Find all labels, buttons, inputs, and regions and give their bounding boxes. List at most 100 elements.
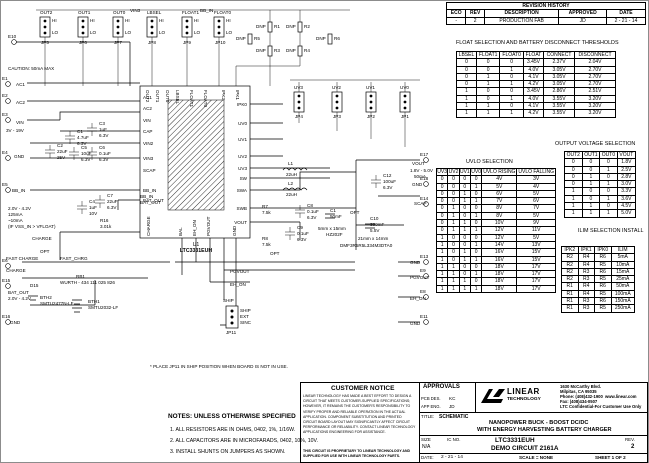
uv-jumper-label: UV1 <box>366 85 375 90</box>
jumper-pin <box>81 19 85 23</box>
float-table-cell: 1 <box>456 87 477 96</box>
uvlo-table-cell: 14V <box>481 240 518 250</box>
uvlo-table-cell: 0 <box>447 197 460 206</box>
turret-pad <box>423 157 429 163</box>
ilim-table-cell: R3 <box>577 267 595 277</box>
jumper-pin <box>185 25 189 29</box>
revision-header-cell: APPROVED <box>558 9 607 18</box>
float-table-cell: 4.2V <box>522 109 545 118</box>
c1b-value: 50mF <box>330 214 342 219</box>
ic-pin-left: VIN3 <box>143 156 154 161</box>
ic-pin-top: OUT1 <box>155 90 160 103</box>
d15-label: D15 <box>30 283 39 288</box>
ilim-table-cell: R1 <box>561 282 579 291</box>
float-table-cell: 3.05V <box>543 65 575 74</box>
output-table-cell: 0 <box>564 158 583 167</box>
ilim-table-cell: R4 <box>577 260 595 269</box>
uvlo-table-cell: 8V <box>481 211 518 221</box>
uvlo-table-cell: 0 <box>447 189 460 199</box>
uvlo-table-cell: 12V <box>481 233 518 242</box>
vout-current: 50mA <box>414 174 427 179</box>
capacitor-value: 4.7uF <box>77 135 89 140</box>
capacitor-value: 1uF <box>99 127 107 132</box>
gnd-label-1: GND <box>14 154 25 159</box>
jumper-hi-label: HI <box>159 18 164 23</box>
uvlo-table-cell: 0 <box>458 182 471 191</box>
ic-pin-right: UV0 <box>238 121 247 126</box>
rev-value: 2 <box>631 444 635 450</box>
pcb-des-label: PCB DES. <box>421 396 441 401</box>
float-table-cell: 3.20V <box>574 109 616 118</box>
jp11-label: JP11 <box>226 330 237 335</box>
ic-exposed-pad <box>167 99 225 211</box>
uvlo-table-cell: 17V <box>516 284 556 294</box>
ac1-label: AC1 <box>16 82 25 87</box>
ilim-table-cell: R1 <box>561 297 579 306</box>
output-table-cell: 1.8V <box>616 158 637 167</box>
notice-line: PERFORMANCE OR RELIABILITY. CONTACT LINE… <box>303 425 416 430</box>
ic-pin-top: FLOAT1 <box>189 90 194 107</box>
dnp-label: DNP <box>286 24 296 29</box>
revision-header-cell: DATE <box>605 9 647 18</box>
float-table-cell: 1 <box>456 94 477 104</box>
float-table-title: FLOAT SELECTION AND BATTERY DISCONNECT T… <box>456 40 619 46</box>
ilim-table-cell: R5 <box>594 304 612 313</box>
uvlo-table-cell: 5V <box>516 233 556 242</box>
ilim-table-cell: 15mA <box>610 267 635 277</box>
capacitor-ref: C7 <box>107 193 113 198</box>
bat-out-label: BAT_OUT <box>8 290 29 295</box>
turret-pad <box>5 263 11 269</box>
top-jumpers: OUT2HILOJP5OUT1HILOJP6OUT0HILOJP7LBSELHI… <box>36 9 250 86</box>
output-table-cell: 0 <box>581 165 601 174</box>
uvlo-table-header-cell: UV0 <box>469 167 483 177</box>
jumper-hi-label: HI <box>52 18 57 23</box>
output-table-cell: 5.0V <box>616 209 637 218</box>
uvlo-table-header-cell: UVLO RISING <box>481 167 518 177</box>
ilim-table-cell: 100mA <box>610 289 635 299</box>
turret-id: E15 <box>2 278 11 283</box>
output-table-cell: 4.5V <box>616 202 637 211</box>
inductor-l1: L1 22uH <box>282 161 308 177</box>
uvlo-table-cell: 1 <box>458 189 471 199</box>
capacitor-ref: C1 <box>77 129 83 134</box>
uv-jumper-pin <box>297 106 301 110</box>
ic-pin-top: LBSEL <box>175 90 180 105</box>
uvlo-table-cell: 1 <box>447 270 460 279</box>
fast-chrg-net: FAST_CHRG <box>60 256 88 261</box>
company-name: LINEAR <box>507 387 540 396</box>
r7-ref: R7 <box>262 204 268 209</box>
uvlo-table-cell: 1 <box>435 284 449 294</box>
jumper-label: OUT0 <box>113 10 126 15</box>
float-table-cell: 1 <box>475 102 501 111</box>
turret-pad <box>5 98 11 104</box>
bat-out-pin-net: BAT_OUT <box>140 200 161 205</box>
output-table-header-cell: OUT2 <box>564 150 583 160</box>
ic-pin-left: VIN <box>143 118 151 123</box>
ilim-table-cell: R5 <box>594 260 612 269</box>
capacitor-ref: C4 <box>89 199 95 204</box>
c10-ref: C10 <box>370 216 379 221</box>
ac2-label: AC2 <box>16 100 25 105</box>
output-table-cell: 3.0V <box>616 180 637 189</box>
bth2-part: SMTU2477N-LF <box>40 301 74 306</box>
revision-cell: - <box>445 16 467 25</box>
uvlo-table-cell: 0 <box>469 248 483 257</box>
jumper-pin <box>217 25 221 29</box>
uvlo-table-cell: 0 <box>435 219 449 228</box>
ilim-table-cell: R6 <box>594 297 612 306</box>
output-table-cell: 1 <box>581 209 601 218</box>
address-line-1: 1630 McCarthy Blvd. <box>560 384 601 389</box>
ilim-table-header-cell: IPK0 <box>594 245 612 255</box>
float-table-cell: 1 <box>475 109 501 118</box>
turret-id: E3 <box>2 112 8 117</box>
resistor-ref: R4 <box>304 48 310 53</box>
r8-value: 7.5k <box>262 242 271 247</box>
ext-opt: EXT <box>240 314 249 319</box>
float-table-header-cell: DISCONNECT <box>574 50 616 60</box>
